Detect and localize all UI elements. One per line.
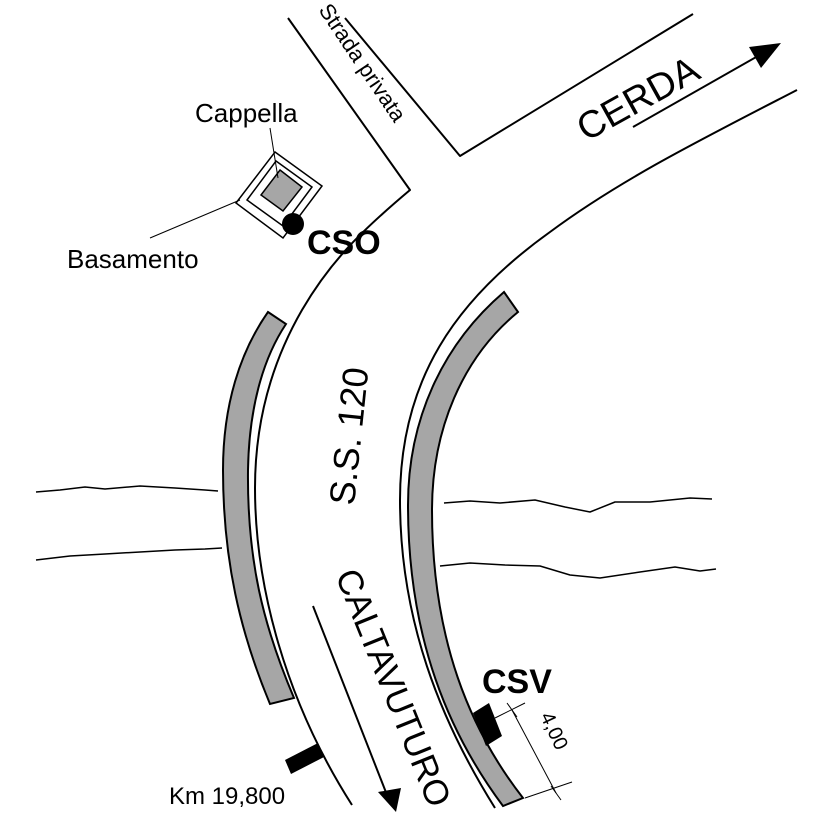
extension-line-bottom: [524, 781, 573, 799]
chapel-building: [259, 168, 304, 213]
river: [35, 485, 717, 579]
km-marker: [285, 743, 324, 774]
base-label: Basamento: [67, 244, 199, 274]
cerda-label: CERDA: [570, 48, 707, 150]
chapel-label: Cappella: [195, 98, 298, 128]
csv-label: CSV: [482, 663, 552, 701]
direction-arrows: [312, 43, 781, 812]
km-marker-label: Km 19,800: [169, 783, 285, 810]
barrier-east: [406, 290, 525, 808]
dimension-line: [511, 709, 557, 794]
tick-top: [506, 702, 518, 718]
base-leader-line: [149, 199, 241, 239]
arrow-caltavuturo-shaft: [312, 605, 388, 796]
arrow-cerda-head: [749, 43, 781, 68]
road-edge-north: [344, 13, 694, 157]
arrow-caltavuturo-head: [378, 788, 401, 812]
road-edge-east: [399, 89, 798, 809]
barrier-west: [221, 310, 296, 706]
private-road-label: Strada privata: [314, 0, 412, 127]
extension-line-top: [494, 702, 526, 719]
dimension-4-00: [494, 702, 573, 801]
river-bank-north-west: [35, 485, 219, 493]
dimension-label: 4,00: [535, 709, 571, 754]
station-csv-marker: [473, 703, 502, 746]
chapel-base: [234, 150, 324, 240]
road-name-label: S.S. 120: [321, 365, 376, 507]
tick-bottom: [550, 785, 562, 801]
arrow-cerda-shaft: [632, 51, 766, 128]
cso-label: CSO: [307, 224, 381, 262]
river-bank-north-east: [443, 497, 713, 513]
chapel-site: [149, 127, 324, 240]
barriers: [221, 290, 525, 808]
road-edge-west: [254, 17, 411, 806]
river-bank-south-east: [439, 562, 717, 579]
river-bank-south-west: [35, 547, 223, 561]
station-cso-marker: [282, 213, 304, 235]
road-ss120: [254, 13, 798, 809]
chapel-leader-line: [269, 127, 279, 179]
